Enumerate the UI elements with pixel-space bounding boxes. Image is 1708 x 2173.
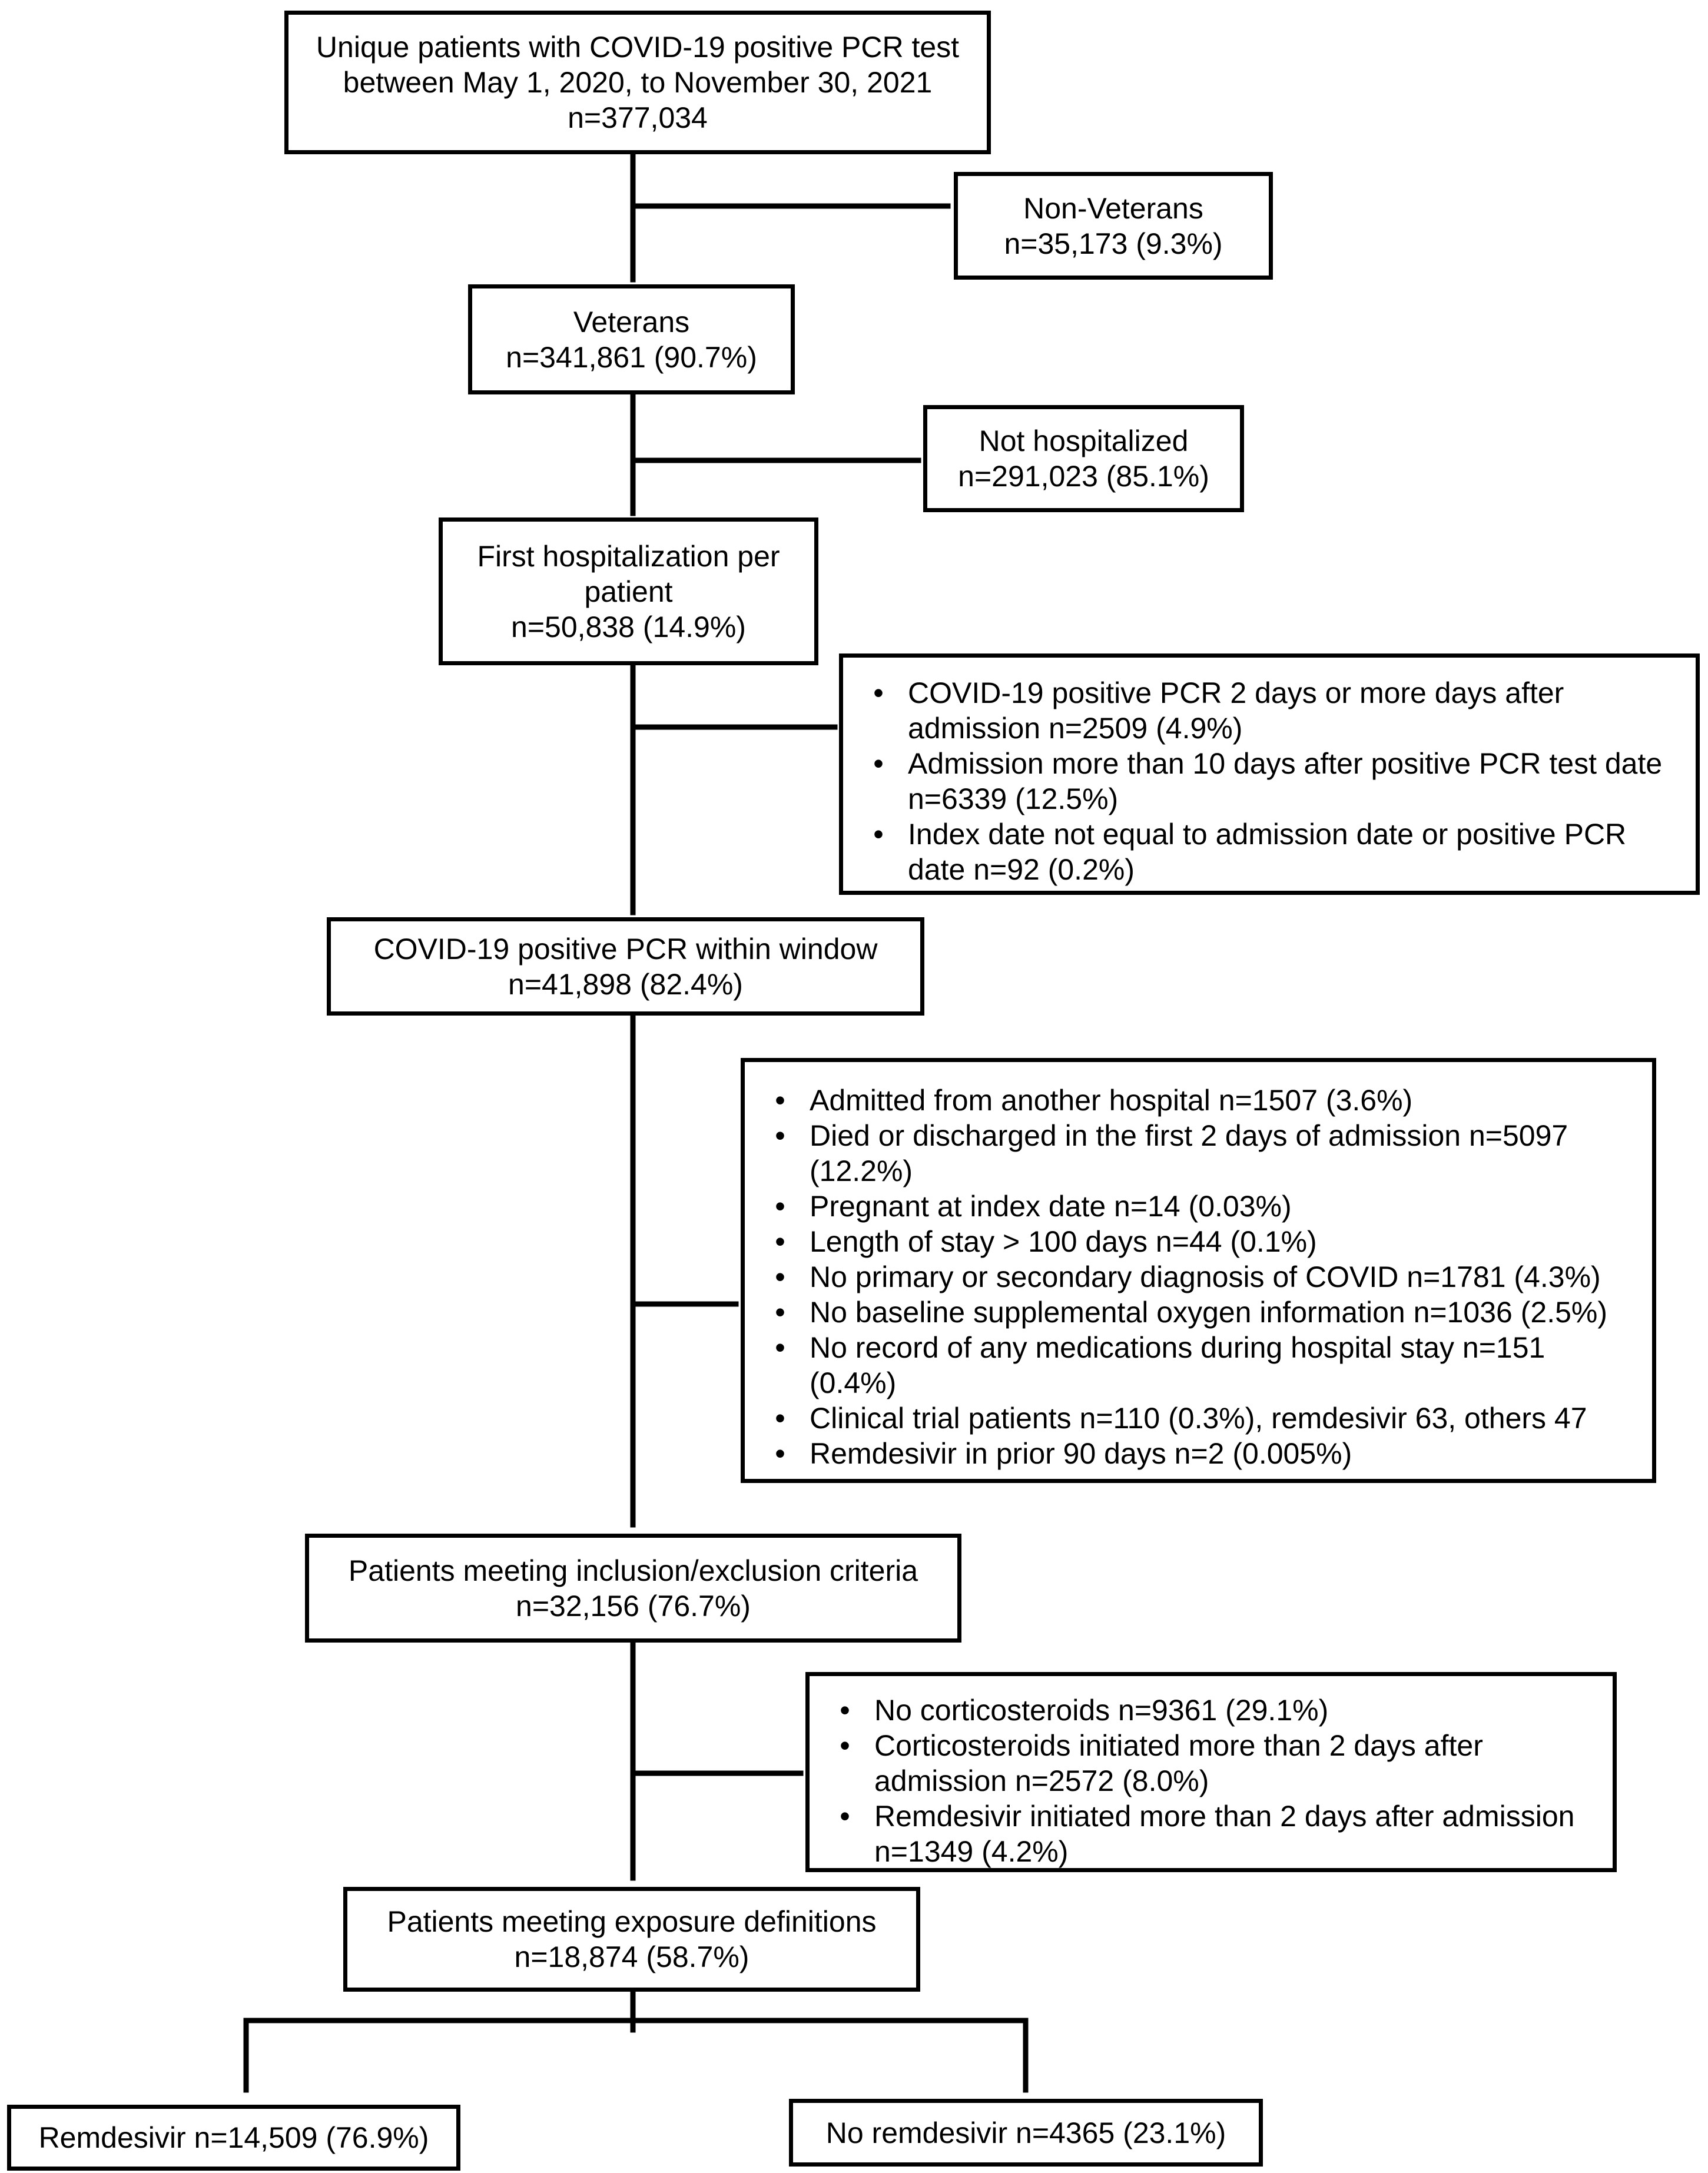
exclusions-pcr-timing: COVID-19 positive PCR 2 days or more day…	[839, 653, 1700, 895]
node-pcr-within-window-count: n=41,898 (82.4%)	[508, 967, 743, 1001]
node-remdesivir-label: Remdesivir n=14,509 (76.9%)	[38, 2121, 429, 2154]
exclusion-criteria-item: No baseline supplemental oxygen informat…	[768, 1295, 1629, 1330]
node-no-remdesivir-label: No remdesivir n=4365 (23.1%)	[825, 2116, 1226, 2149]
exclusion-criteria-item: Remdesivir in prior 90 days n=2 (0.005%)	[768, 1436, 1629, 1471]
node-not-hospitalized-count: n=291,023 (85.1%)	[958, 460, 1209, 493]
node-not-hospitalized-label: Not hospitalized	[979, 424, 1189, 457]
node-veterans-label: Veterans	[573, 305, 690, 339]
node-exposure-definitions-count: n=18,874 (58.7%)	[514, 1940, 749, 1973]
exclusion-exposure-item: Remdesivir initiated more than 2 days af…	[833, 1799, 1589, 1869]
node-inclusion-criteria: Patients meeting inclusion/exclusion cri…	[305, 1534, 961, 1643]
node-first-hospitalization: First hospitalization per patient n=50,8…	[439, 517, 818, 665]
exclusion-pcr-timing-item: COVID-19 positive PCR 2 days or more day…	[867, 675, 1672, 746]
node-inclusion-criteria-count: n=32,156 (76.7%)	[516, 1589, 751, 1623]
exclusions-exposure: No corticosteroids n=9361 (29.1%) Cortic…	[805, 1672, 1617, 1872]
node-non-veterans: Non-Veterans n=35,173 (9.3%)	[954, 172, 1273, 280]
node-exposure-definitions: Patients meeting exposure definitions n=…	[343, 1887, 920, 1992]
node-non-veterans-count: n=35,173 (9.3%)	[1004, 227, 1223, 260]
exclusion-pcr-timing-item: Admission more than 10 days after positi…	[867, 746, 1672, 817]
node-non-veterans-label: Non-Veterans	[1023, 191, 1203, 225]
exclusion-criteria-item: No record of any medications during hosp…	[768, 1330, 1629, 1401]
node-start-line-1: Unique patients with COVID-19 positive P…	[316, 31, 960, 64]
exclusion-criteria-item: Length of stay > 100 days n=44 (0.1%)	[768, 1224, 1629, 1259]
exclusion-pcr-timing-item: Index date not equal to admission date o…	[867, 817, 1672, 887]
node-veterans-count: n=341,861 (90.7%)	[506, 340, 757, 374]
node-inclusion-criteria-label: Patients meeting inclusion/exclusion cri…	[348, 1554, 918, 1587]
node-no-remdesivir: No remdesivir n=4365 (23.1%)	[789, 2099, 1263, 2167]
node-veterans: Veterans n=341,861 (90.7%)	[468, 284, 795, 394]
exclusion-criteria-item: Died or discharged in the first 2 days o…	[768, 1118, 1629, 1189]
node-first-hospitalization-label: First hospitalization per patient	[477, 539, 780, 608]
node-first-hospitalization-count: n=50,838 (14.9%)	[511, 610, 746, 643]
node-pcr-within-window-label: COVID-19 positive PCR within window	[373, 932, 878, 966]
split-bar	[243, 2018, 1029, 2041]
exclusion-exposure-item: No corticosteroids n=9361 (29.1%)	[833, 1693, 1589, 1728]
exclusion-criteria-item: Pregnant at index date n=14 (0.03%)	[768, 1189, 1629, 1224]
node-not-hospitalized: Not hospitalized n=291,023 (85.1%)	[923, 405, 1244, 512]
exclusions-criteria: Admitted from another hospital n=1507 (3…	[741, 1058, 1656, 1483]
node-start: Unique patients with COVID-19 positive P…	[284, 11, 991, 154]
node-pcr-within-window: COVID-19 positive PCR within window n=41…	[327, 917, 924, 1016]
node-exposure-definitions-label: Patients meeting exposure definitions	[387, 1905, 877, 1938]
exclusion-criteria-item: No primary or secondary diagnosis of COV…	[768, 1259, 1629, 1295]
exclusion-exposure-item: Corticosteroids initiated more than 2 da…	[833, 1728, 1589, 1799]
node-start-line-3: n=377,034	[568, 101, 708, 134]
exclusion-criteria-item: Admitted from another hospital n=1507 (3…	[768, 1083, 1629, 1118]
node-start-line-2: between May 1, 2020, to November 30, 202…	[343, 66, 933, 99]
node-remdesivir: Remdesivir n=14,509 (76.9%)	[7, 2105, 460, 2171]
exclusion-criteria-item: Clinical trial patients n=110 (0.3%), re…	[768, 1401, 1629, 1436]
